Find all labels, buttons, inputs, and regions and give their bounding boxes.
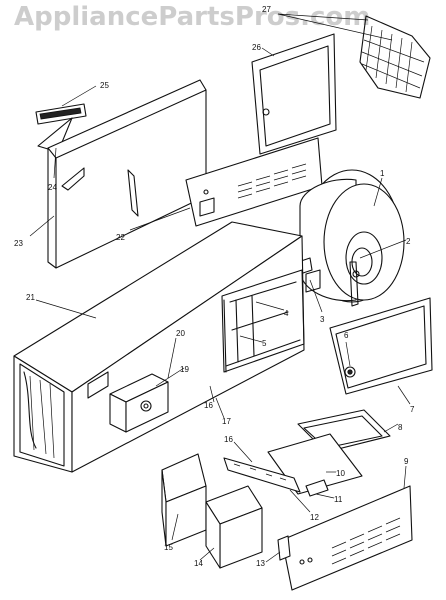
part-14-baffle[interactable] (205, 485, 263, 569)
part-11-clip[interactable] (305, 479, 329, 497)
callout-12: 12 (310, 513, 319, 522)
callout-4: 4 (284, 309, 289, 318)
callout-25: 25 (100, 81, 109, 90)
part-1-blower-housing[interactable] (299, 169, 405, 303)
part-13-hinge-bracket[interactable] (277, 535, 291, 561)
part-6-knob[interactable] (344, 366, 356, 378)
part-23-side-panel[interactable] (47, 79, 207, 269)
callout-23: 23 (14, 239, 23, 248)
callout-27: 27 (262, 5, 271, 14)
callout-labels: 27 26 25 24 23 22 1 2 3 4 5 6 7 8 9 10 1… (14, 5, 415, 568)
callout-24: 24 (48, 183, 57, 192)
callout-9: 9 (404, 457, 409, 466)
callout-6: 6 (344, 331, 349, 340)
callout-1: 1 (380, 169, 385, 178)
part-26-access-panel[interactable] (251, 33, 337, 155)
part-25-filter-strip[interactable] (35, 103, 87, 125)
callout-21: 21 (26, 293, 35, 302)
part-2-motor-bracket[interactable] (349, 261, 360, 307)
part-9-front-grille[interactable] (281, 485, 413, 591)
callout-15: 15 (164, 543, 173, 552)
callout-16-lower: 16 (224, 435, 233, 444)
leader-lines (29, 13, 411, 563)
callout-10: 10 (336, 469, 345, 478)
callout-2: 2 (406, 237, 411, 246)
part-16-bracket-strip[interactable] (223, 457, 301, 493)
callout-22: 22 (116, 233, 125, 242)
callout-8: 8 (398, 423, 403, 432)
part-15-baffle[interactable] (161, 453, 207, 547)
callout-20: 20 (176, 329, 185, 338)
callout-7: 7 (410, 405, 415, 414)
part-19-control-box[interactable] (109, 373, 169, 433)
callout-3: 3 (320, 315, 325, 324)
callout-14: 14 (194, 559, 203, 568)
callout-5: 5 (262, 339, 267, 348)
callout-11: 11 (334, 495, 343, 504)
callout-26: 26 (252, 43, 261, 52)
part-27-grille[interactable] (359, 15, 431, 99)
callout-19: 19 (180, 365, 189, 374)
callout-13: 13 (256, 559, 265, 568)
part-7-front-panel[interactable] (329, 297, 433, 395)
callout-16-upper: 16 (204, 401, 213, 410)
callout-17: 17 (222, 417, 231, 426)
